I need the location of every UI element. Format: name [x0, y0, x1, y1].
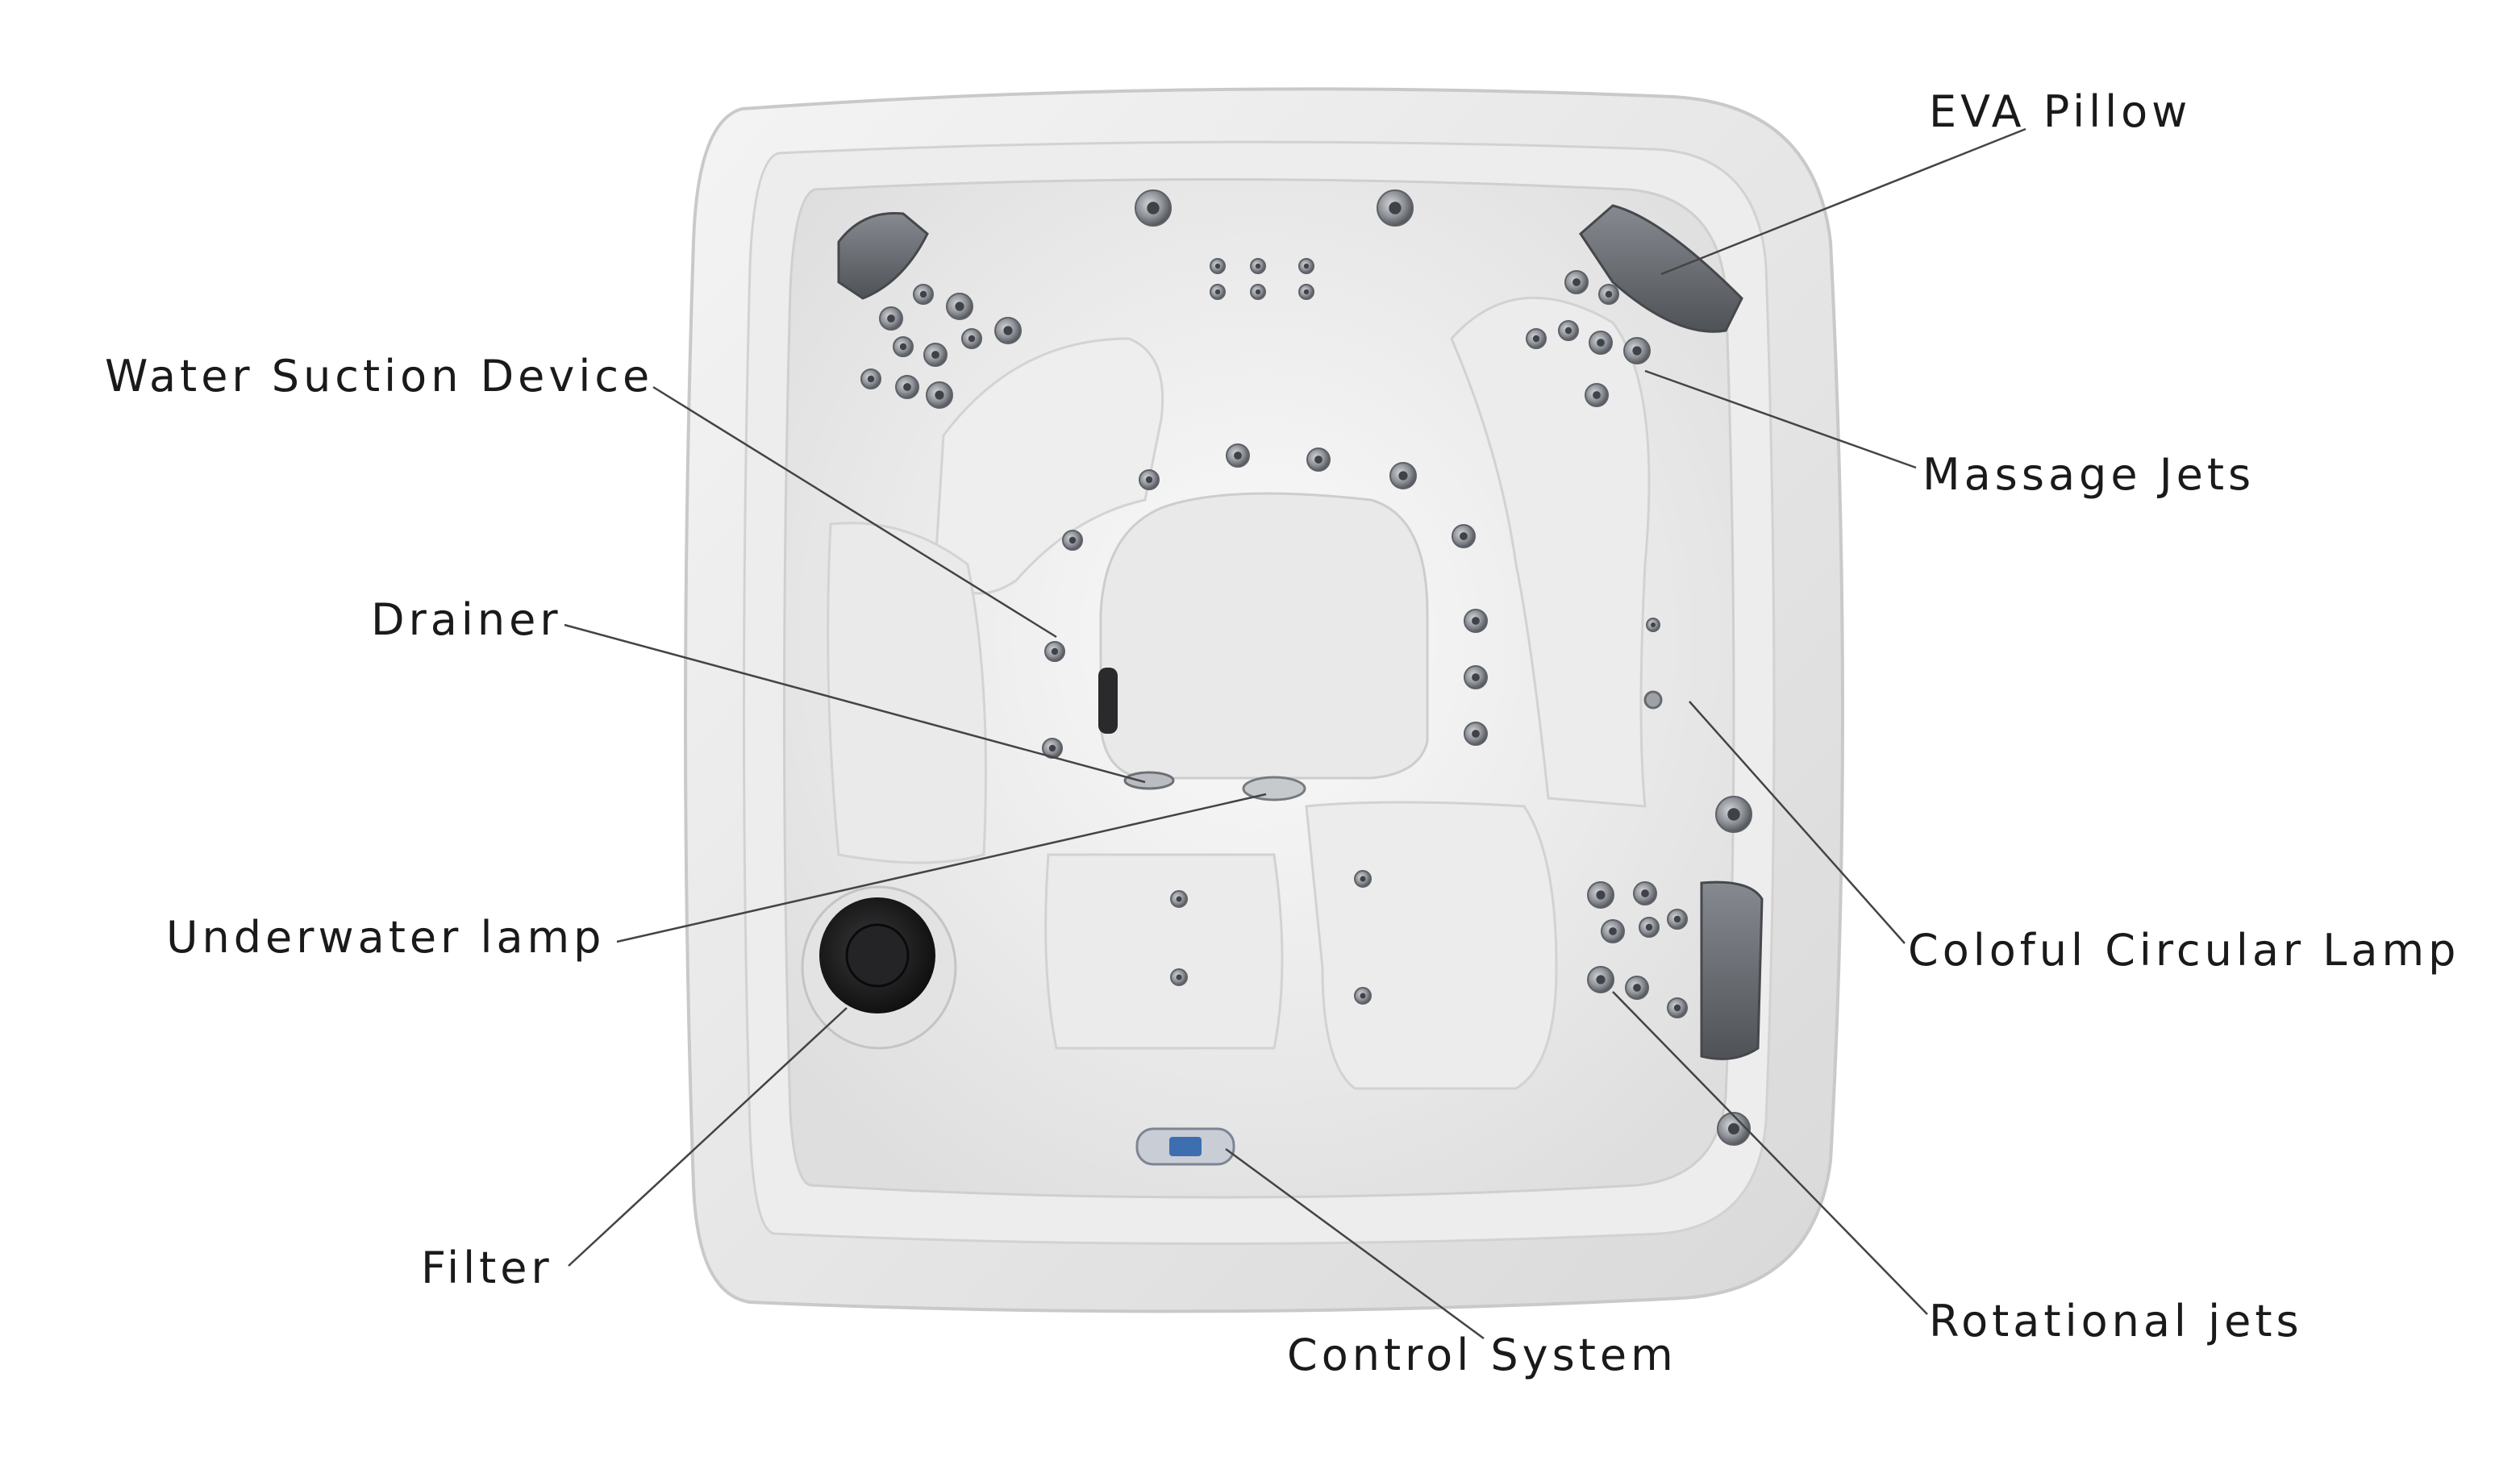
jet-nozzle: [1645, 923, 1653, 931]
jet-nozzle: [903, 383, 911, 391]
jet-nozzle: [1214, 289, 1221, 295]
jet-nozzle: [1460, 532, 1468, 540]
filter-label: Filter: [421, 1242, 553, 1293]
jet-nozzle: [1597, 339, 1605, 347]
jet-nozzle: [1673, 915, 1681, 923]
jet-nozzle: [1360, 876, 1366, 882]
jets-group: [860, 189, 1752, 1146]
jet-nozzle: [1048, 744, 1056, 752]
jet-nozzle: [1651, 622, 1656, 627]
jet-nozzle: [1176, 974, 1182, 980]
jet-nozzle: [1596, 890, 1606, 900]
jet-nozzle: [887, 314, 895, 323]
jet-nozzle: [1147, 202, 1160, 214]
footwell: [1099, 492, 1429, 780]
massage-jets-label: Massage Jets: [1922, 449, 2256, 500]
water-suction-device-label: Water Suction Device: [105, 351, 654, 402]
seat-left-cooldown: [827, 522, 987, 864]
jet-nozzle: [1234, 452, 1242, 460]
seat-bottom-left: [1044, 853, 1284, 1050]
seat-bottom-right: [1305, 801, 1558, 1090]
jet-nozzle: [1145, 476, 1153, 484]
jet-nozzle: [867, 375, 875, 383]
eva-pillow-top-right: [1579, 204, 1743, 333]
jet-nozzle: [1303, 263, 1310, 269]
jet-nozzle: [1068, 536, 1077, 544]
jet-nozzle: [899, 343, 907, 351]
jet-nozzle: [1314, 456, 1322, 464]
jet-nozzle: [1609, 927, 1617, 935]
jet-nozzle: [968, 335, 976, 343]
seat-right-upper: [1450, 296, 1651, 808]
jet-nozzle: [1389, 202, 1402, 214]
jet-nozzle: [1303, 289, 1310, 295]
eva-pillow-label: EVA Pillow: [1929, 86, 2192, 137]
underwater-lamp-label: Underwater lamp: [166, 912, 606, 963]
colorful-circular-lamp-label: Coloful Circular Lamp: [1908, 925, 2460, 976]
jet-nozzle: [1472, 730, 1480, 738]
leader-lines: [564, 127, 2026, 1340]
jet-nozzle: [935, 390, 944, 400]
jet-nozzle: [955, 302, 964, 311]
jet-nozzle: [1673, 1004, 1681, 1012]
jet-nozzle: [1632, 346, 1642, 356]
jet-nozzle: [1596, 975, 1606, 984]
jet-nozzle: [1255, 289, 1261, 295]
jet-nozzle: [1532, 335, 1540, 343]
underwater-lamp-icon: [1242, 776, 1306, 801]
jet-nozzle: [1472, 673, 1480, 681]
filter-icon: [801, 885, 957, 1050]
eva-pillow-top-left: [837, 211, 929, 300]
water-suction-device-icon: [1098, 668, 1118, 734]
control-system-label: Control System: [1287, 1330, 1677, 1380]
jet-nozzle: [1214, 263, 1221, 269]
jet-nozzle: [1003, 326, 1013, 335]
jet-nozzle: [919, 290, 927, 298]
drainer-label: Drainer: [371, 594, 562, 645]
control-panel-icon: [1135, 1127, 1235, 1166]
rotational-jets-label: Rotational jets: [1929, 1296, 2303, 1347]
jet-nozzle: [1176, 896, 1182, 902]
colorful-circular-lamp-icon: [1643, 690, 1663, 710]
jet-nozzle: [1360, 993, 1366, 999]
eva-pillow-right: [1700, 880, 1764, 1060]
lounger-seat: [934, 337, 1164, 595]
jet-nozzle: [1051, 647, 1059, 656]
jet-nozzle: [1728, 1123, 1739, 1134]
jet-nozzle: [1593, 391, 1601, 399]
jet-nozzle: [1641, 889, 1649, 897]
jet-nozzle: [931, 351, 939, 359]
jet-nozzle: [1633, 984, 1641, 992]
jet-nozzle: [1572, 278, 1581, 286]
jet-nozzle: [1255, 263, 1261, 269]
jet-nozzle: [1564, 327, 1572, 335]
jet-nozzle: [1398, 471, 1408, 481]
jet-nozzle: [1605, 290, 1613, 298]
jet-nozzle: [1472, 617, 1480, 625]
drainer-icon: [1123, 771, 1175, 790]
jet-nozzle: [1727, 808, 1740, 821]
